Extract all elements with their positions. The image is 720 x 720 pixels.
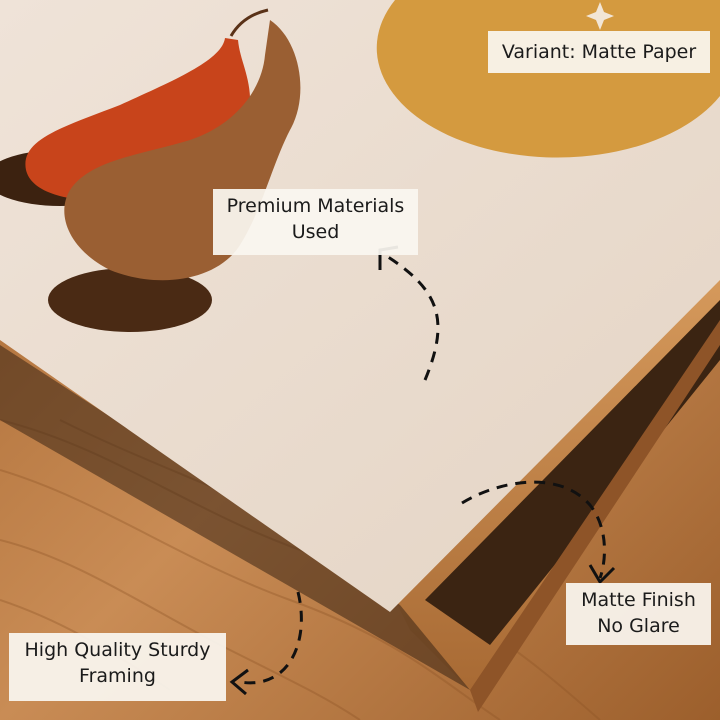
arrow-matte [461,480,606,579]
arrowhead-framing [229,668,249,696]
callout-materials-line2: Used [291,221,340,243]
callout-framing: High Quality Sturdy Framing [9,633,226,701]
vase-shadow [48,268,212,332]
arrowhead-matte [588,564,616,585]
callout-materials-line1: Premium Materials [226,195,405,217]
callout-variant-text: Variant: Matte Paper [501,41,697,63]
callout-matte-line2: No Glare [597,615,680,637]
callout-framing-line2: Framing [79,665,156,687]
callout-framing-line1: High Quality Sturdy [24,639,211,661]
callout-matte-line1: Matte Finish [581,589,696,611]
frame-left-edge [0,345,470,690]
vase-stem [229,8,269,37]
callout-premium-materials: Premium Materials Used [213,189,418,255]
arrow-framing [239,591,303,685]
arrow-materials [384,253,440,381]
frame-inner-shadow [425,300,720,645]
frame-edge [470,320,720,712]
sparkle-icon [586,2,614,30]
callout-variant: Variant: Matte Paper [488,31,710,73]
callout-matte-finish: Matte Finish No Glare [566,583,711,645]
